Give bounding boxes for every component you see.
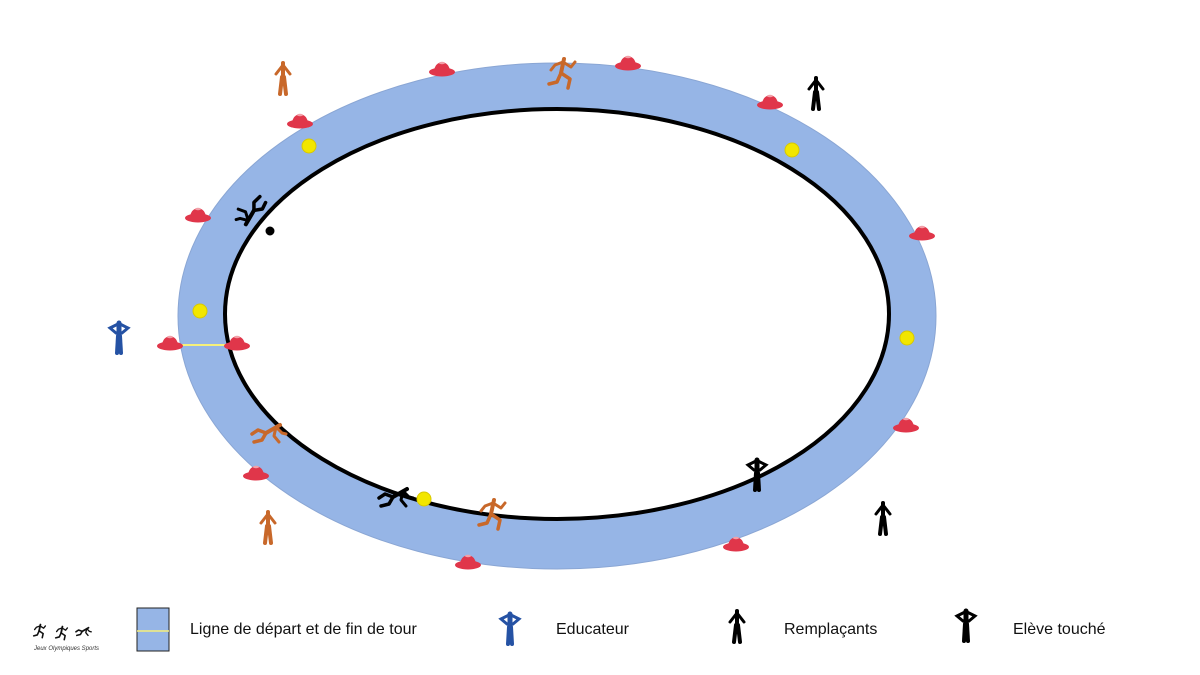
balls [192,138,915,507]
educator [110,313,128,354]
ball-icon [265,226,275,236]
runner-figure-icon [259,501,277,545]
substitute-legend-icon [728,600,746,644]
track-inner-line [223,107,891,521]
cone-icon [287,113,313,129]
cone-icon [757,94,783,110]
ball-icon [416,491,432,507]
ball-icon [899,330,915,346]
running-track [177,62,937,570]
ball-icon [784,142,800,158]
start-line-legend-label: Ligne de départ et de fin de tour [190,621,417,638]
logo-caption: Jeux Olympiques Sports [34,646,100,652]
cone-icon [615,55,641,71]
tagged-legend-label: Elève touché [1013,621,1106,638]
cone-icon [429,61,455,77]
runner-figure-icon [274,52,292,96]
ball-icon [301,138,317,154]
educator-legend-label: Educateur [556,621,629,638]
educator-legend-icon [501,604,519,645]
logo [32,619,93,641]
substitute-figure-icon [807,67,825,111]
cone-icon [185,207,211,223]
ball-icon [192,303,208,319]
educator-figure-icon [110,313,128,354]
legend [32,600,975,652]
black-figures [228,67,892,536]
track-swatch [136,607,170,652]
tagged-legend-icon [957,601,975,642]
substitutes-legend-label: Remplaçants [784,621,878,638]
substitute-figure-icon [874,492,892,536]
